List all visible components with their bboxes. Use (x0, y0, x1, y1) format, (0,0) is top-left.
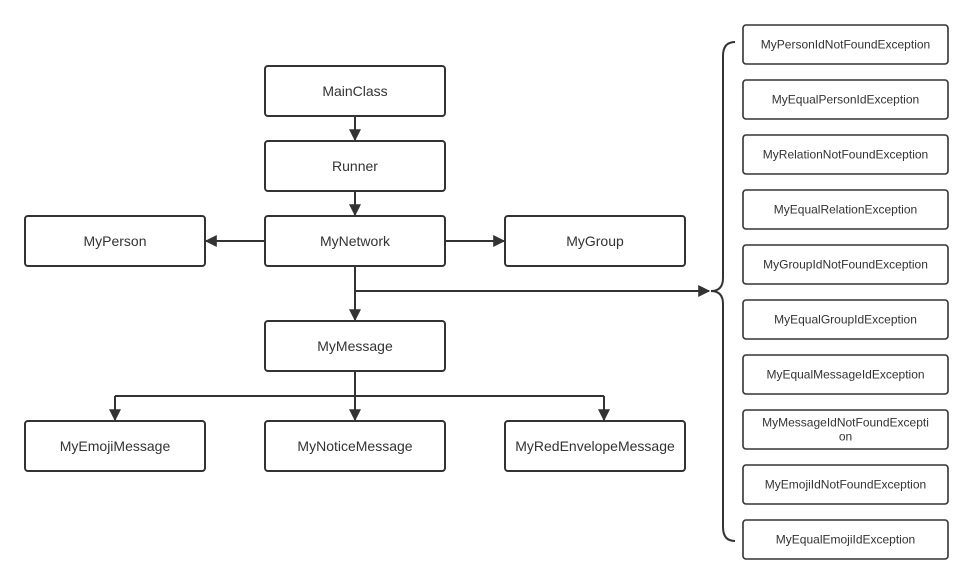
node-runner-label: Runner (332, 158, 378, 174)
node-myredenvelopemessage: MyRedEnvelopeMessage (504, 420, 686, 472)
node-mymessage: MyMessage (264, 320, 446, 372)
exception-box: MyEqualEmojiIdException (742, 519, 949, 560)
exceptions-brace (710, 41, 736, 542)
exception-box: MyPersonIdNotFoundException (742, 24, 949, 65)
node-mygroup-label: MyGroup (566, 233, 624, 249)
node-myemojimessage: MyEmojiMessage (24, 420, 206, 472)
node-myperson: MyPerson (24, 215, 206, 267)
exception-box: MyEmojiIdNotFoundException (742, 464, 949, 505)
exception-label: MyEqualEmojiIdException (776, 533, 915, 547)
node-mynoticemessage-label: MyNoticeMessage (297, 438, 412, 454)
exception-box: MyEqualMessageIdException (742, 354, 949, 395)
exception-label: on (839, 430, 852, 444)
node-mynetwork-label: MyNetwork (320, 233, 391, 249)
exceptions-list: MyPersonIdNotFoundExceptionMyEqualPerson… (742, 24, 949, 560)
exception-box: MyGroupIdNotFoundException (742, 244, 949, 285)
exception-label: MyEqualGroupIdException (774, 313, 917, 327)
node-mainclass: MainClass (264, 65, 446, 117)
edges (109, 41, 736, 542)
exception-box: MyEqualPersonIdException (742, 79, 949, 120)
exception-label: MyPersonIdNotFoundException (761, 38, 930, 52)
exception-label: MyEqualMessageIdException (766, 368, 924, 382)
node-myemojimessage-label: MyEmojiMessage (60, 438, 171, 454)
exception-label: MyEqualPersonIdException (772, 93, 919, 107)
exception-box: MyEqualRelationException (742, 189, 949, 230)
node-myperson-label: MyPerson (83, 233, 146, 249)
node-mynetwork: MyNetwork (264, 215, 446, 267)
exception-label: MyEmojiIdNotFoundException (765, 478, 926, 492)
exception-label: MyEqualRelationException (774, 203, 917, 217)
exception-box: MyRelationNotFoundException (742, 134, 949, 175)
node-mygroup: MyGroup (504, 215, 686, 267)
exception-label: MyRelationNotFoundException (763, 148, 928, 162)
exception-label: MyMessageIdNotFoundExcepti (762, 416, 929, 430)
node-mynoticemessage: MyNoticeMessage (264, 420, 446, 472)
exception-label: MyGroupIdNotFoundException (763, 258, 928, 272)
node-myredenvelopemessage-label: MyRedEnvelopeMessage (515, 438, 675, 454)
exception-box: MyEqualGroupIdException (742, 299, 949, 340)
node-mymessage-label: MyMessage (317, 338, 393, 354)
node-runner: Runner (264, 140, 446, 192)
node-mainclass-label: MainClass (322, 83, 387, 99)
